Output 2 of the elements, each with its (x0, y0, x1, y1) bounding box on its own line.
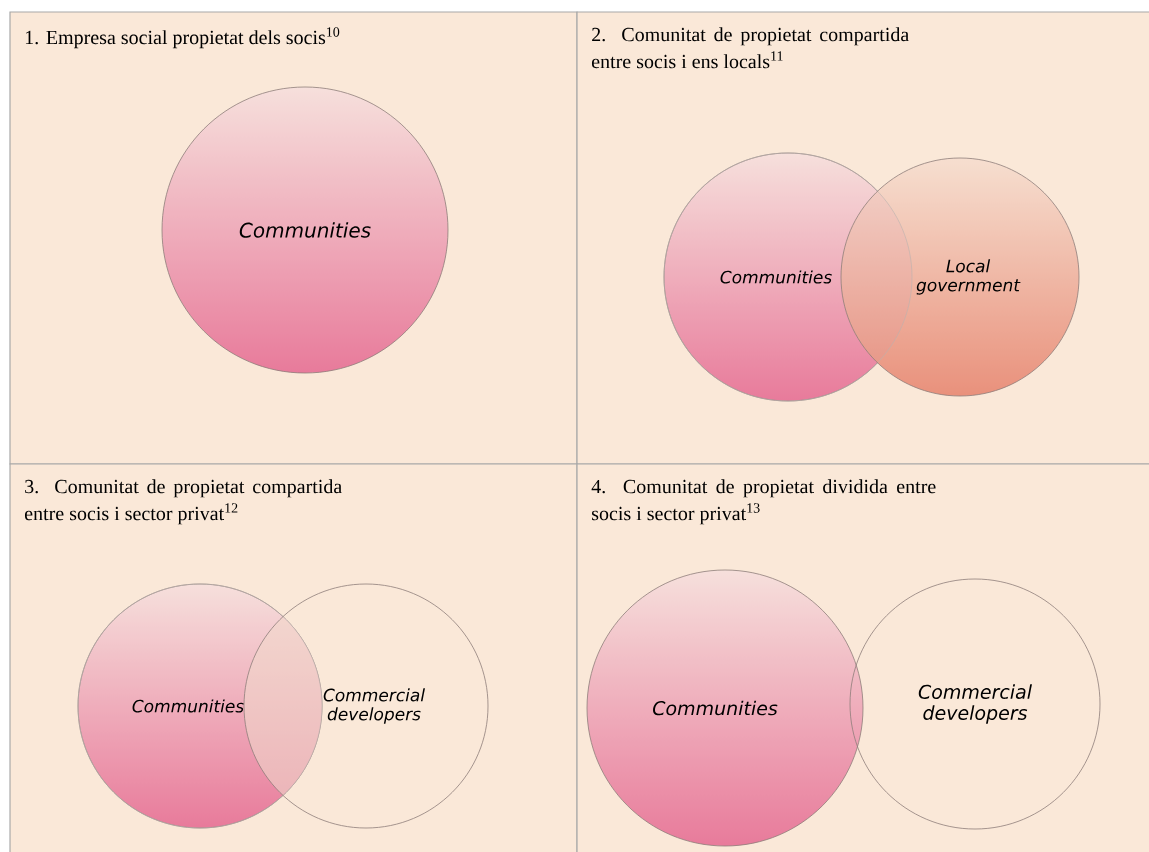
node-label: Local government (916, 259, 1021, 295)
node-label: 3. Comunitat de propietat compartida entre socis i sector privat$^{12}$ (24, 479, 342, 525)
